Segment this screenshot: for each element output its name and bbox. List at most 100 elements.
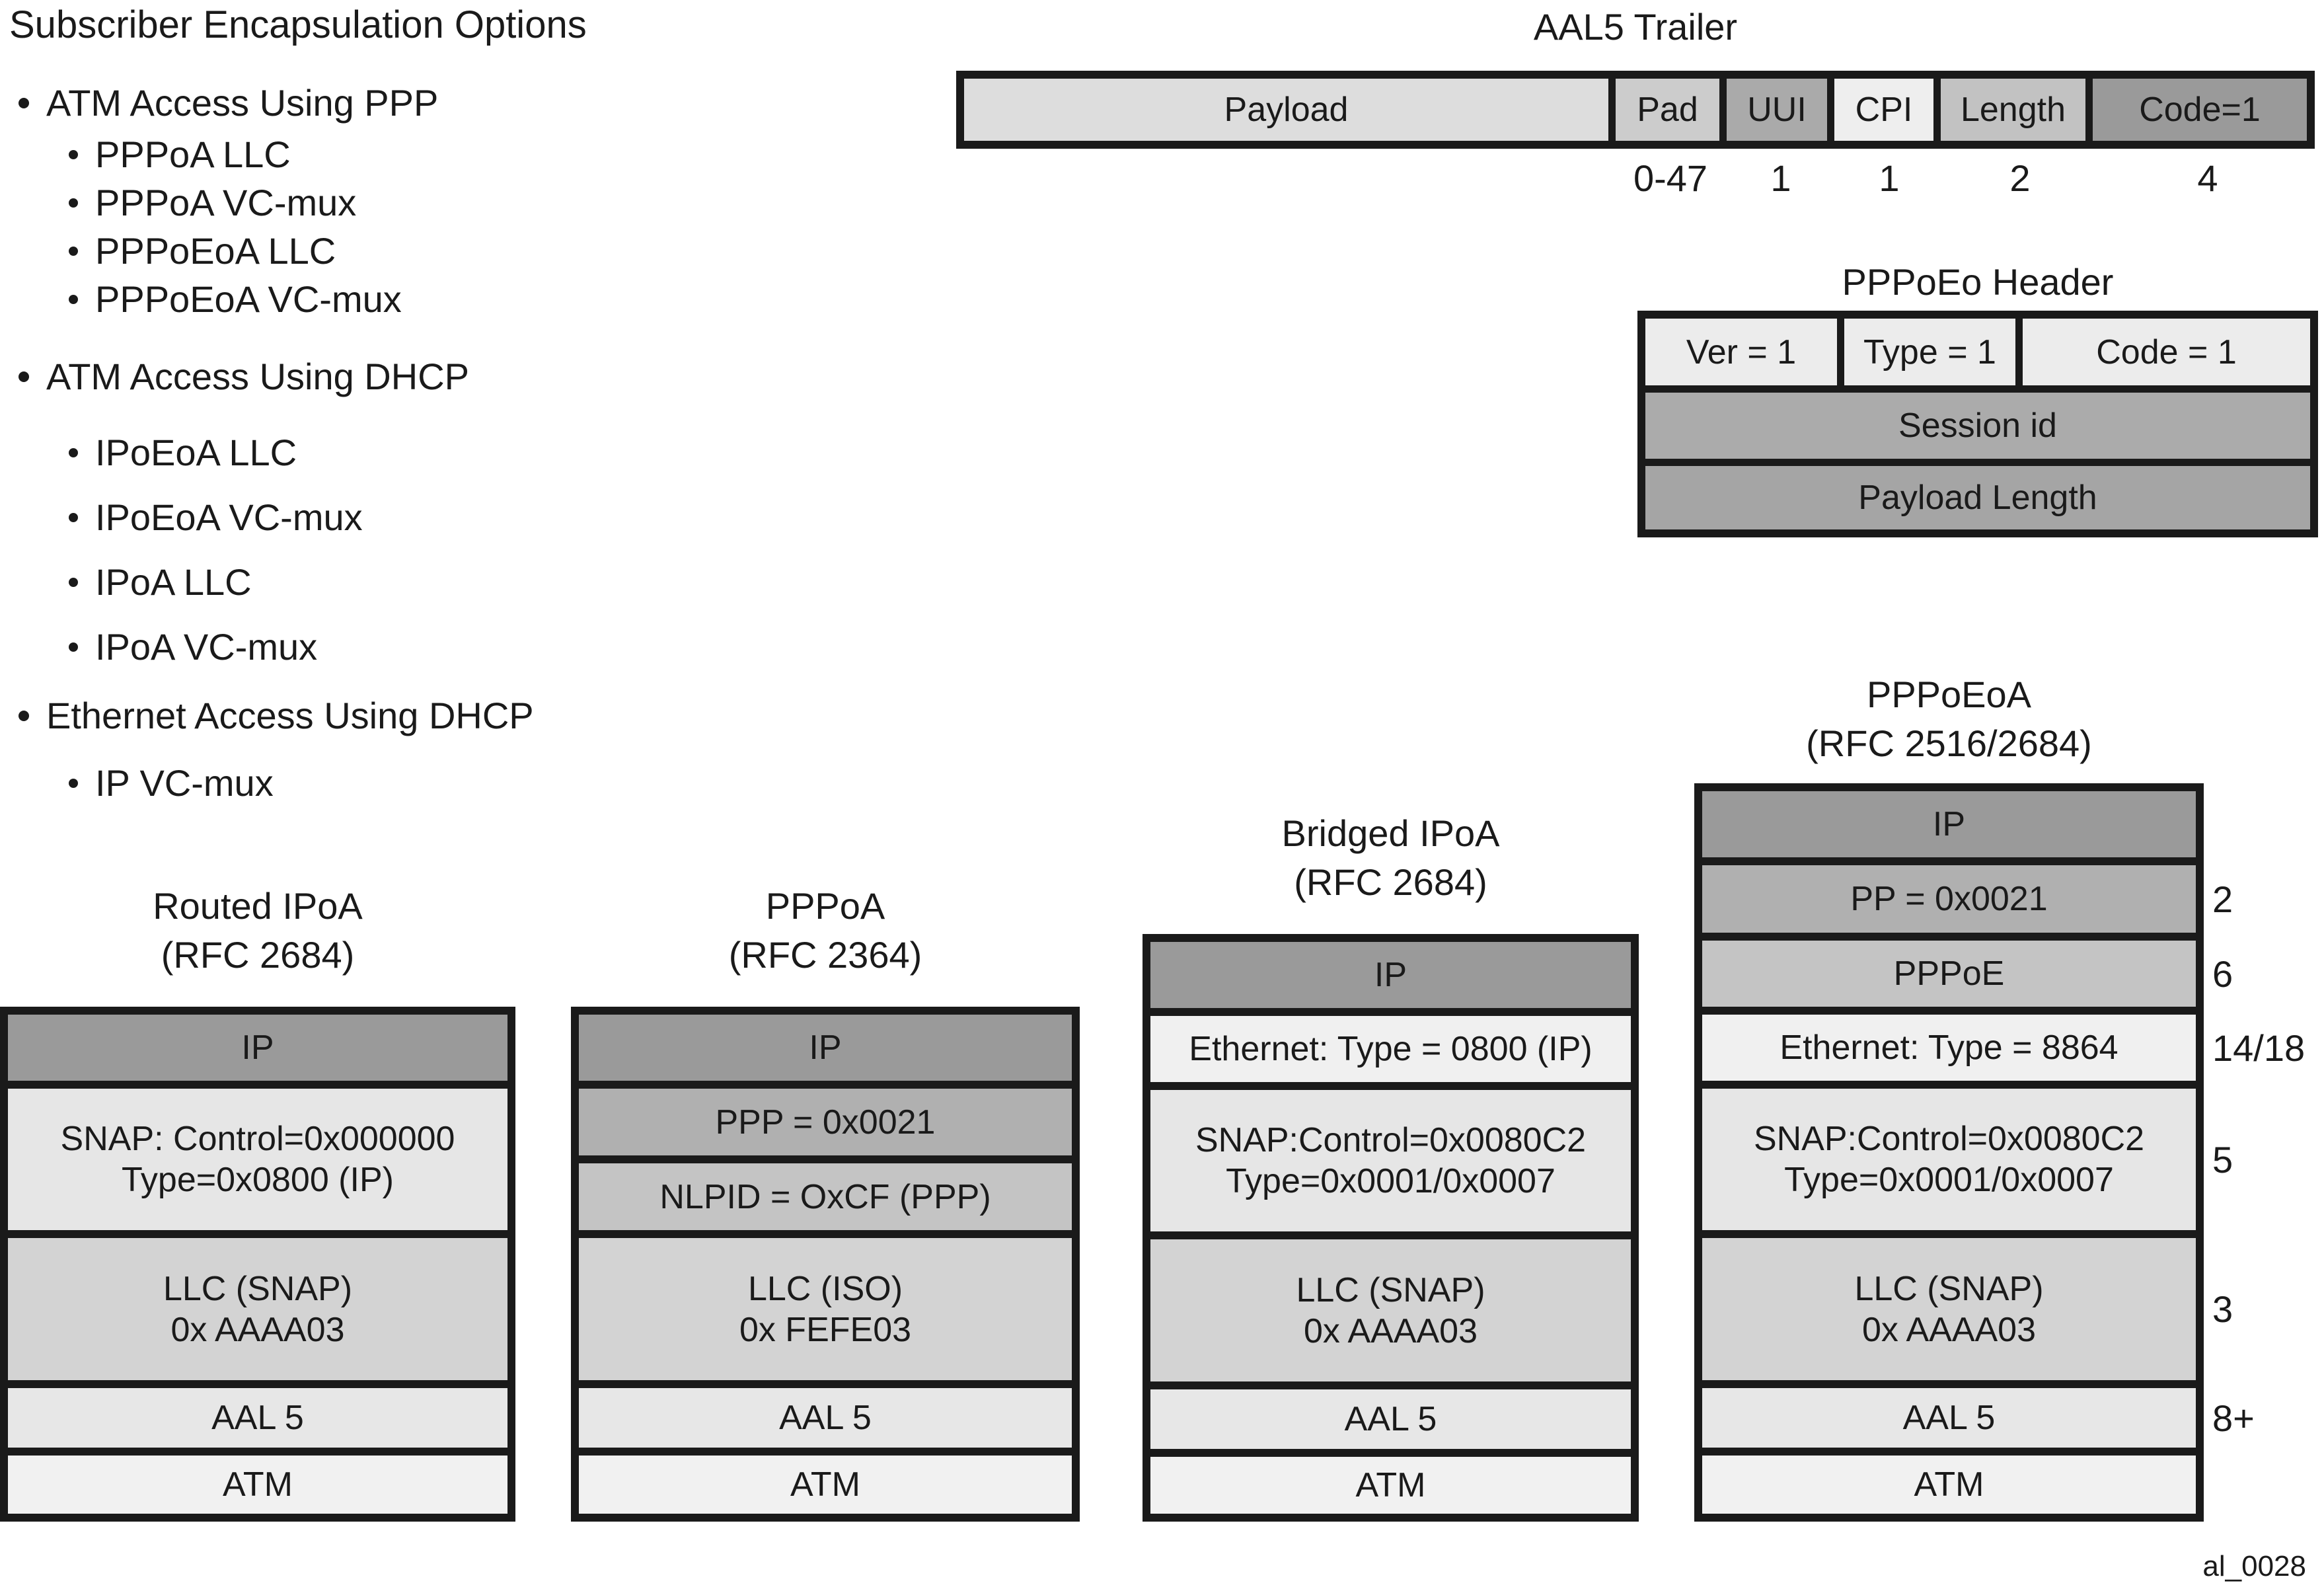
stack-row-pppoe: PPPoE [1702, 941, 2196, 1007]
title-line: Bridged IPoA [1281, 812, 1500, 854]
stack-row-ethernet: Ethernet: Type = 0800 (IP) [1150, 1016, 1631, 1082]
bullet-label: PPPoA VC-mux [95, 182, 357, 223]
bullet-icon [69, 295, 78, 304]
bullet-icon [19, 98, 29, 108]
pppoeo-cell-code: Code = 1 [2023, 319, 2310, 385]
figure-id-label: al_0028 [2202, 1550, 2306, 1582]
cell-label: 0x AAAA03 [170, 1310, 345, 1349]
stack-row-atm: ATM [579, 1456, 1072, 1514]
byte-count-pp: 2 [2212, 878, 2233, 920]
cell-label: Pad [1637, 91, 1698, 129]
pppoeo-cell-session-id: Session id [1645, 393, 2310, 459]
cell-label: Session id [1898, 407, 2057, 445]
cell-label: Type = 1 [1863, 332, 1996, 371]
cell-label: LLC (SNAP) [1296, 1270, 1485, 1309]
title-line: (RFC 2364) [728, 934, 922, 976]
aal5-bytes-uui: 1 [1770, 157, 1791, 199]
cell-label: LLC (ISO) [747, 1269, 903, 1308]
stack-row-pp: PP = 0x0021 [1702, 865, 2196, 933]
title-line: (RFC 2684) [161, 934, 355, 976]
pppoeo-header-title: PPPoEo Header [1842, 261, 2114, 303]
cell-label: ATM [1914, 1465, 1984, 1504]
cell-label: 0x AAAA03 [1861, 1310, 2037, 1349]
cell-label: SNAP:Control=0x0080C2 [1753, 1120, 2145, 1158]
bullet-icon [69, 150, 78, 159]
bullet-item: PPPoEoA VC-mux [69, 280, 402, 319]
bullet-group-ethernet-dhcp: Ethernet Access Using DHCP [19, 696, 534, 736]
bullet-item: IP VC-mux [69, 763, 274, 803]
cell-label: Length [1960, 91, 2066, 129]
cell-label: AAL 5 [211, 1399, 304, 1437]
bullet-label: PPPoA LLC [95, 134, 291, 175]
bullet-label: ATM Access Using PPP [46, 82, 439, 124]
cell-label: PPPoE [1893, 954, 2005, 993]
stack-row-nlpid: NLPID = OxCF (PPP) [579, 1163, 1072, 1230]
cell-label: Code=1 [2139, 91, 2261, 129]
aal5-cell-code: Code=1 [2093, 79, 2307, 141]
bullet-item: PPPoA LLC [69, 135, 291, 175]
pppoeo-header-table: Ver = 1 Type = 1 Code = 1 Session id Pay… [1637, 311, 2318, 537]
stack-row-llc: LLC (ISO) 0x FEFE03 [579, 1238, 1072, 1380]
pppoeo-row-1: Ver = 1 Type = 1 Code = 1 [1645, 319, 2310, 385]
cell-label: ATM [223, 1465, 293, 1504]
cell-label: SNAP:Control=0x0080C2 [1195, 1121, 1587, 1159]
stack-row-atm: ATM [1150, 1457, 1631, 1514]
stack-row-aal5: AAL 5 [8, 1388, 507, 1448]
cell-label: AAL 5 [779, 1399, 872, 1437]
bullet-label: IPoA VC-mux [95, 626, 318, 668]
bullet-group-atm-ppp: ATM Access Using PPP [19, 83, 438, 123]
cell-label: PPP = 0x0021 [715, 1103, 936, 1142]
cell-label: LLC (SNAP) [163, 1269, 353, 1308]
stack-row-aal5: AAL 5 [1150, 1389, 1631, 1449]
stack-row-snap: SNAP:Control=0x0080C2 Type=0x0001/0x0007 [1150, 1090, 1631, 1231]
aal5-cell-cpi: CPI [1834, 79, 1933, 141]
aal5-cell-length: Length [1941, 79, 2085, 141]
bullet-label: IPoEoA VC-mux [95, 496, 363, 538]
cell-label: ATM [1355, 1466, 1426, 1504]
bullet-item: IPoA VC-mux [69, 627, 317, 667]
stack-row-atm: ATM [8, 1456, 507, 1514]
bullet-icon [69, 448, 78, 457]
stack-row-snap: SNAP:Control=0x0080C2 Type=0x0001/0x0007 [1702, 1089, 2196, 1230]
cell-label: AAL 5 [1902, 1399, 1996, 1437]
cell-label: Payload [1224, 91, 1349, 129]
cell-label: Ethernet: Type = 8864 [1780, 1029, 2118, 1067]
cell-label: Payload Length [1858, 479, 2097, 517]
cell-label: SNAP: Control=0x000000 [60, 1120, 455, 1158]
stack-row-ip: IP [1150, 942, 1631, 1008]
cell-label: LLC (SNAP) [1854, 1269, 2044, 1308]
byte-count-llc: 3 [2212, 1288, 2233, 1330]
cell-label: UUI [1747, 91, 1807, 129]
aal5-bytes-cpi: 1 [1879, 157, 1900, 199]
bullet-label: PPPoEoA LLC [95, 230, 336, 272]
cell-label: IP [1374, 956, 1407, 994]
bullet-label: IP VC-mux [95, 762, 274, 804]
bullet-icon [69, 247, 78, 256]
aal5-bytes-pad: 0-47 [1633, 157, 1708, 199]
aal5-cell-uui: UUI [1727, 79, 1827, 141]
pppoeo-cell-ver: Ver = 1 [1645, 319, 1837, 385]
stack-row-ethernet: Ethernet: Type = 8864 [1702, 1015, 2196, 1081]
stack-row-atm: ATM [1702, 1456, 2196, 1514]
bullet-icon [19, 371, 29, 382]
stack-row-ip: IP [8, 1015, 507, 1081]
aal5-bytes-code: 4 [2197, 157, 2218, 199]
pppoeo-cell-payload-length: Payload Length [1645, 466, 2310, 529]
stack-row-ip: IP [579, 1015, 1072, 1081]
page-title: Subscriber Encapsulation Options [9, 3, 587, 46]
cell-label: CPI [1855, 91, 1913, 129]
bullet-icon [69, 198, 78, 208]
bullet-label: IPoEoA LLC [95, 432, 297, 473]
bullet-item: IPoEoA LLC [69, 433, 297, 473]
cell-label: 0x FEFE03 [739, 1310, 912, 1349]
byte-count-ethernet: 14/18 [2212, 1027, 2305, 1069]
cell-label: IP [1932, 805, 1966, 843]
title-line: PPPoA [765, 885, 885, 927]
title-line: Routed IPoA [153, 885, 363, 927]
cell-label: Type=0x0001/0x0007 [1784, 1161, 2114, 1199]
stack-row-llc: LLC (SNAP) 0x AAAA03 [1702, 1238, 2196, 1380]
stack-row-llc: LLC (SNAP) 0x AAAA03 [1150, 1239, 1631, 1381]
byte-count-pppoe: 6 [2212, 952, 2233, 995]
cell-label: Type=0x0001/0x0007 [1226, 1162, 1556, 1200]
